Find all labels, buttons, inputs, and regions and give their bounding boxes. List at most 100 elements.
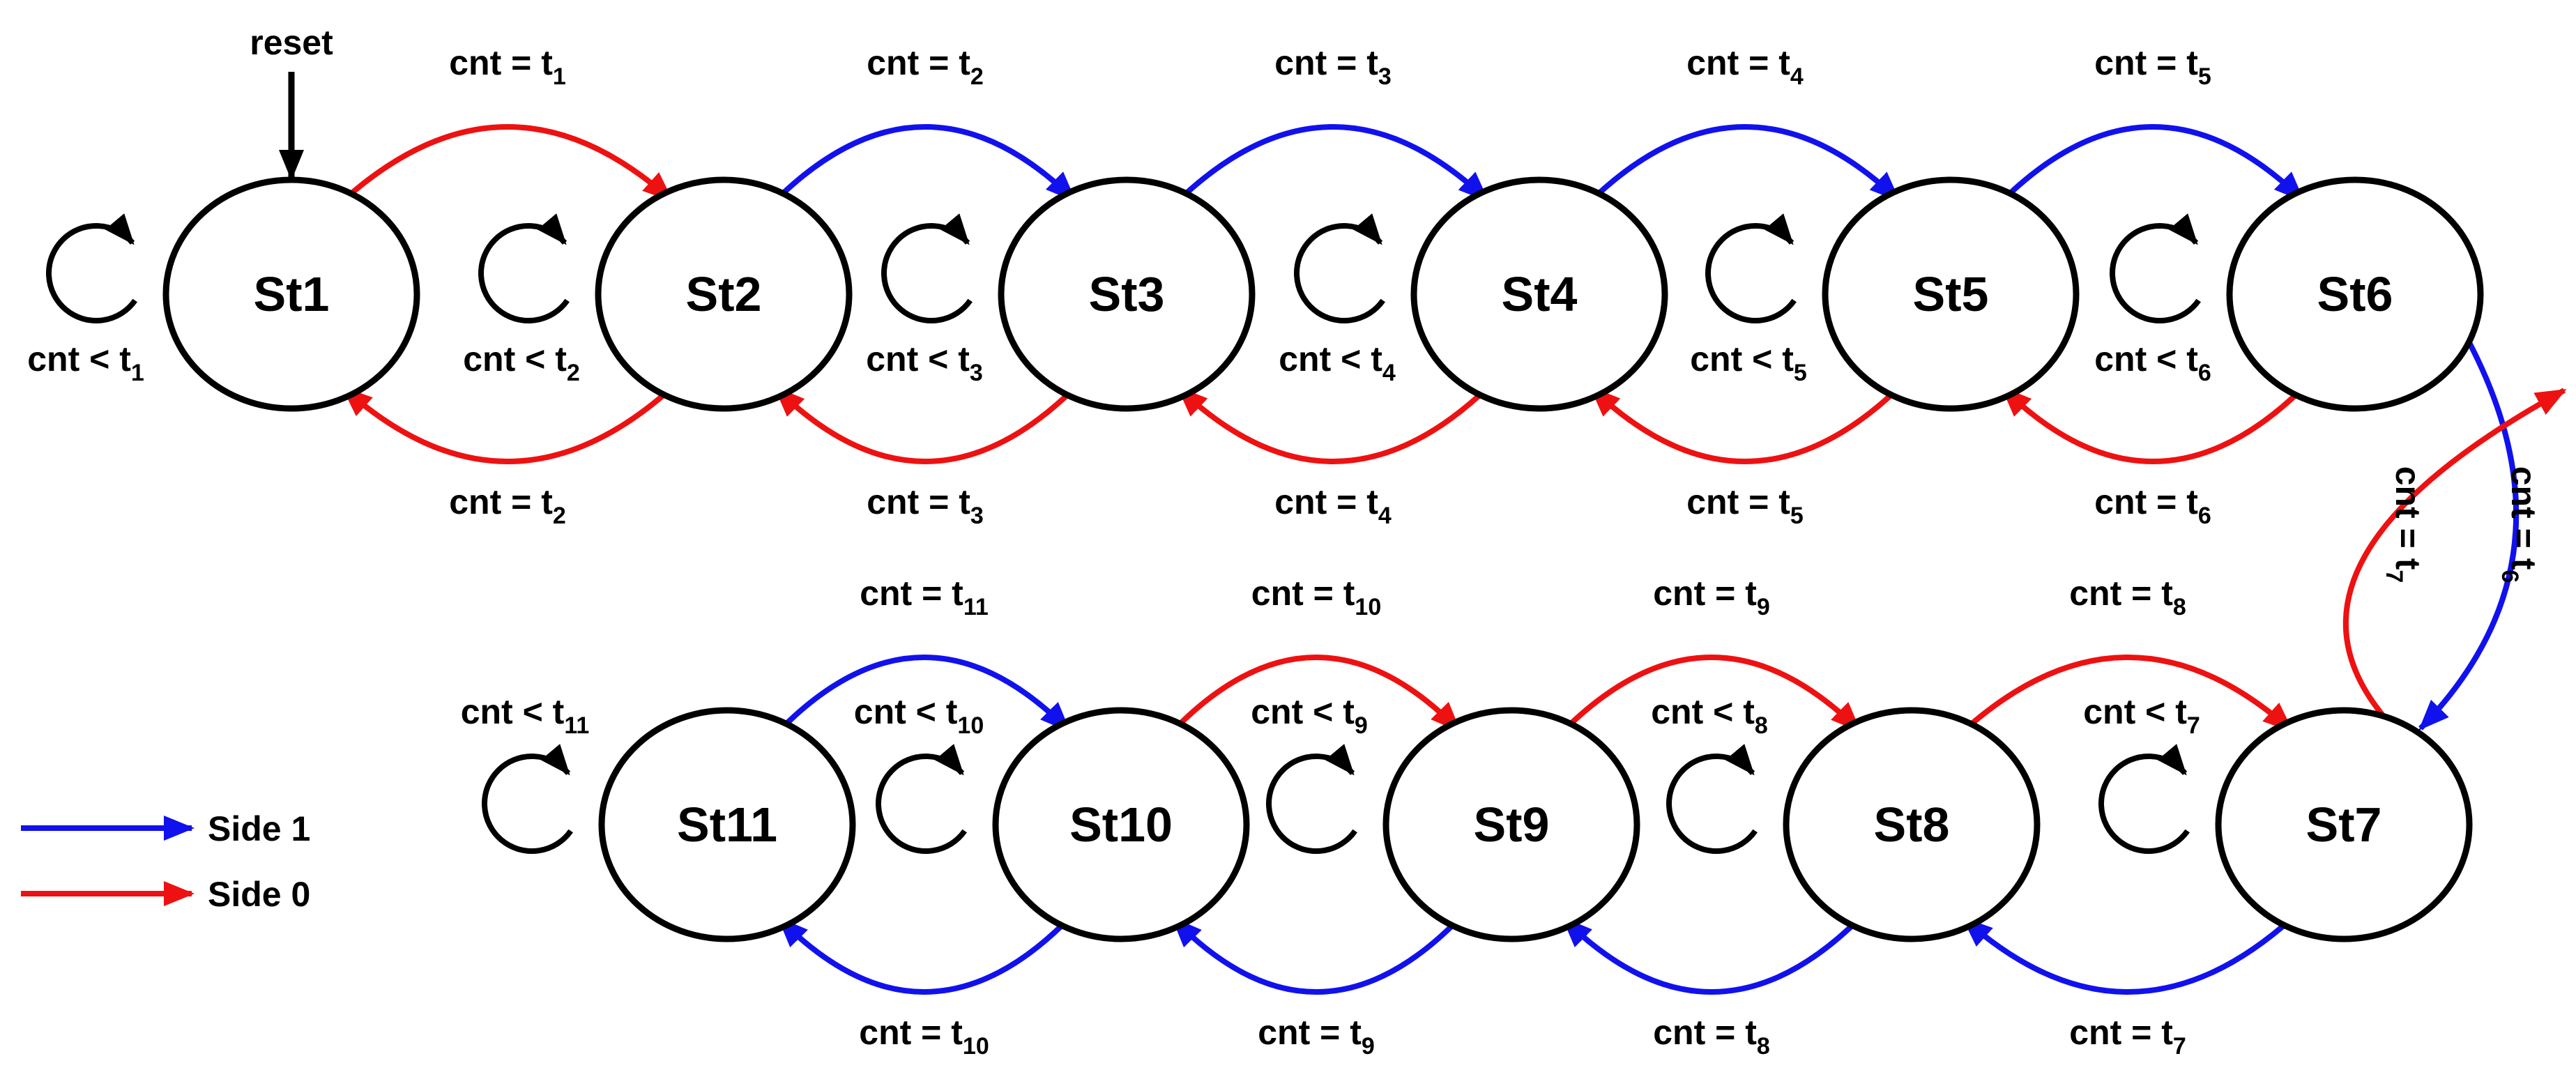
reset-indicator: reset — [250, 23, 333, 181]
self-loop-st7-label-text: cnt < t — [2083, 692, 2187, 731]
state-st5: St5 — [1822, 176, 2080, 412]
transition-st1-st2: cnt = t1 — [342, 43, 673, 202]
state-st10: St10 — [992, 707, 1250, 942]
self-loop-st10-label-text: cnt < t — [854, 692, 958, 731]
transition-st1-st2-label: cnt = t1 — [449, 43, 566, 90]
self-loop-st6-arc — [2110, 213, 2201, 323]
self-loop-st11: cnt < t11 — [461, 692, 590, 854]
transition-st2-st1-label-subscript: 2 — [553, 503, 566, 529]
self-loop-st11-arc — [482, 744, 573, 854]
transition-st10-st9-arc — [1171, 655, 1461, 733]
self-loop-st2: cnt < t2 — [463, 213, 580, 386]
transition-st8-st9-arc — [1562, 917, 1861, 995]
transition-st4-st3-label-subscript: 4 — [1378, 503, 1392, 529]
state-st5-circle — [1822, 176, 2080, 412]
legend-item-side-1: Side 1 — [21, 809, 310, 848]
self-loop-st8-arc — [1666, 744, 1758, 854]
state-st9-circle — [1382, 707, 1640, 942]
state-st7-label: St7 — [2306, 797, 2382, 852]
transition-st3-st2-label-subscript: 3 — [970, 503, 984, 529]
self-loop-st6-label-subscript: 6 — [2198, 360, 2211, 386]
state-st11-label: St11 — [677, 797, 777, 852]
transition-st4-st5-label-subscript: 4 — [1790, 63, 1804, 90]
transition-st6-st5-label: cnt = t6 — [2094, 482, 2211, 529]
state-st1-label: St1 — [254, 267, 330, 321]
transition-st3-st2: cnt = t3 — [774, 386, 1076, 529]
self-loop-st1-label: cnt < t1 — [27, 339, 144, 386]
transition-st9-st8-arc — [1562, 655, 1861, 733]
self-loop-st6-label-text: cnt < t — [2094, 339, 2198, 379]
transition-st1-st2-label-subscript: 1 — [553, 63, 566, 90]
transition-st9-st10-arc — [1171, 917, 1461, 995]
state-st7-circle — [2215, 707, 2473, 942]
state-st2: St2 — [595, 176, 853, 412]
transition-st2-st1-label: cnt = t2 — [449, 482, 566, 529]
transition-st3-st4: cnt = t3 — [1177, 43, 1489, 202]
transition-st7-st6-arc — [2342, 388, 2567, 717]
transition-st10-st11-label-subscript: 10 — [963, 1033, 989, 1060]
self-loop-st2-label-subscript: 2 — [567, 360, 580, 386]
legend-item-side-0: Side 0 — [21, 875, 310, 914]
transition-st11-st10-label: cnt = t11 — [860, 574, 989, 620]
self-loop-st10: cnt < t10 — [854, 692, 984, 854]
self-loop-st11-label: cnt < t11 — [461, 692, 590, 739]
transition-st3-st4-arc — [1177, 124, 1489, 202]
transition-st8-st7-arc — [1962, 655, 2294, 733]
self-loop-st4-arc — [1294, 213, 1385, 323]
state-st9-label: St9 — [1474, 797, 1550, 852]
transition-st4-st3-arc — [1177, 386, 1489, 464]
self-loop-st6: cnt < t6 — [2094, 213, 2211, 386]
transition-st9-st10-label-subscript: 9 — [1362, 1033, 1375, 1060]
self-loop-st3-label-text: cnt < t — [866, 339, 970, 379]
state-st11-circle — [598, 707, 856, 942]
transition-st6-st5-label-subscript: 6 — [2198, 503, 2211, 529]
transition-st2-st1: cnt = t2 — [342, 386, 673, 529]
self-loop-st4-label: cnt < t4 — [1279, 339, 1396, 386]
transition-st6-st7-arc — [2418, 336, 2520, 731]
transition-st11-st10-label-subscript: 11 — [963, 594, 989, 620]
transition-st7-st6-label: cnt = t7 — [2381, 466, 2428, 583]
state-st10-label: St10 — [1069, 797, 1173, 852]
state-st4-circle — [1410, 176, 1668, 412]
transition-st2-st3-label-text: cnt = t — [867, 43, 970, 82]
transition-st7-st8-arc — [1962, 917, 2294, 995]
state-st10-circle — [992, 707, 1250, 942]
transition-st3-st2-label-text: cnt = t — [867, 482, 970, 521]
transition-st6-st7-label-subscript: 6 — [2497, 570, 2523, 583]
transition-st7-st6-label-subscript: 7 — [2381, 570, 2407, 583]
self-loop-st11-label-text: cnt < t — [461, 692, 565, 731]
self-loop-st7-label: cnt < t7 — [2083, 692, 2200, 739]
transition-st6-st5: cnt = t6 — [2001, 386, 2305, 529]
transition-st4-st5-arc — [1590, 124, 1900, 202]
transition-st6-st7-label-text: cnt = t — [2504, 466, 2543, 570]
self-loop-st10-label-subscript: 10 — [957, 712, 984, 739]
self-loop-st10-arc — [876, 744, 967, 854]
transition-st3-st4-label: cnt = t3 — [1274, 43, 1392, 90]
self-loop-st10-label: cnt < t10 — [854, 692, 984, 739]
transition-st5-st6-arc — [2001, 124, 2305, 202]
transition-st6-st7: cnt = t6 — [2418, 336, 2543, 731]
self-loop-st1-label-text: cnt < t — [27, 339, 131, 379]
state-st3-label: St3 — [1089, 267, 1165, 321]
self-loop-st5-label-text: cnt < t — [1690, 339, 1794, 379]
self-loop-st5-label: cnt < t5 — [1690, 339, 1807, 386]
transition-st3-st4-label-subscript: 3 — [1378, 63, 1392, 90]
self-loop-st9-label-subscript: 9 — [1355, 712, 1368, 739]
transition-st10-st9-label-subscript: 10 — [1355, 594, 1381, 620]
self-loop-st11-label-subscript: 11 — [564, 712, 589, 739]
transition-st5-st4: cnt = t5 — [1590, 386, 1900, 529]
self-loop-st7-arc — [2098, 744, 2190, 854]
self-loop-st2-arc — [478, 213, 570, 323]
state-st6: St6 — [2226, 176, 2484, 412]
transition-st8-st9: cnt = t8 — [1562, 917, 1861, 1060]
transition-st8-st7: cnt = t8 — [1962, 574, 2294, 733]
self-loop-st5-arc — [1705, 213, 1797, 323]
transition-st1-st2-arc — [342, 124, 673, 202]
self-loop-st8-label-subscript: 8 — [1755, 712, 1768, 739]
transition-st10-st11-arc — [777, 917, 1071, 995]
self-loop-st8-label: cnt < t8 — [1651, 692, 1768, 739]
transition-st10-st9: cnt = t10 — [1171, 574, 1461, 733]
